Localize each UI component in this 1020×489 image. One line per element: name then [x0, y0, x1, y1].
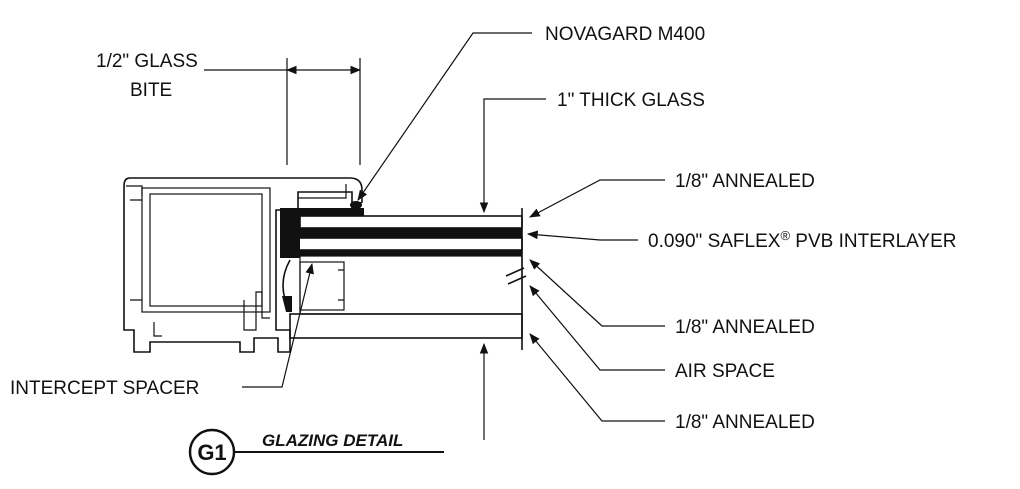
detail-badge: G1 [197, 440, 226, 465]
interlayer-registered-mark: ® [780, 228, 790, 243]
leader-lines: NOVAGARD M400 1" THICK GLASS 1/8" ANNEAL… [10, 24, 957, 440]
annealed-top-label: 1/8" ANNEALED [675, 171, 815, 192]
interlayer-label-prefix: 0.090" SAFLEX [648, 231, 781, 252]
interlayer-label: 0.090" SAFLEX® PVB INTERLAYER [648, 228, 957, 252]
novagard-label: NOVAGARD M400 [545, 24, 705, 45]
annealed-mid-label: 1/8" ANNEALED [675, 317, 815, 338]
annealed-bottom-label: 1/8" ANNEALED [675, 412, 815, 433]
intercept-spacer-label: INTERCEPT SPACER [10, 378, 199, 399]
thick-glass-label: 1" THICK GLASS [557, 90, 705, 111]
glass-bite-dimension: 1/2" GLASS BITE [96, 51, 362, 165]
detail-title: GLAZING DETAIL [262, 431, 403, 450]
detail-title-block: G1 GLAZING DETAIL [188, 428, 444, 476]
glass-bite-label-line1: 1/2" GLASS [96, 51, 198, 72]
aluminum-frame-profile [123, 177, 363, 353]
interlayer-label-suffix: PVB INTERLAYER [790, 231, 956, 252]
air-space-label: AIR SPACE [675, 361, 775, 382]
glass-bite-label-line2: BITE [130, 80, 172, 101]
glass-unit [280, 208, 527, 350]
